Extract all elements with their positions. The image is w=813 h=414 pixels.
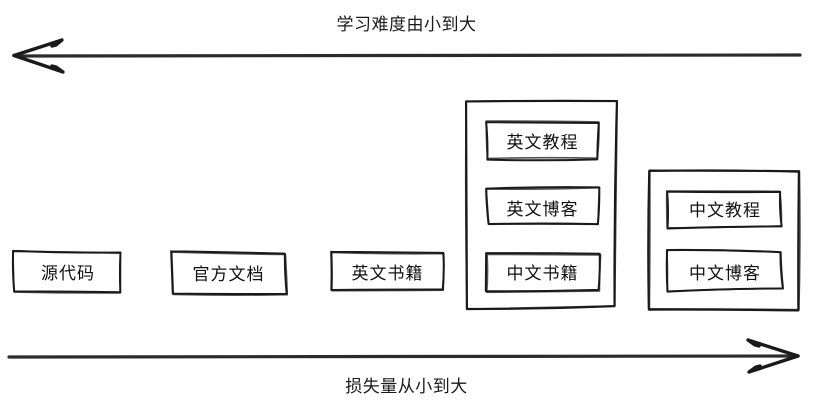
node-outline: [485, 186, 601, 226]
node-label: 中文教程: [689, 201, 761, 221]
node-official-docs[interactable]: 官方文档: [170, 250, 289, 297]
node-outline: [11, 249, 122, 294]
node-label: 英文教程: [506, 133, 579, 153]
top-axis-label: 学习难度由小到大: [336, 15, 477, 35]
node-outline: [665, 248, 784, 293]
node-label: 中文博客: [689, 263, 761, 284]
node-chinese-tutorial[interactable]: 中文教程: [665, 190, 783, 230]
node-chinese-books[interactable]: 中文书籍: [484, 252, 602, 294]
node-english-books[interactable]: 英文书籍: [330, 250, 445, 292]
node-label: 英文书籍: [351, 264, 424, 284]
node-outline: [170, 250, 289, 297]
node-chinese-blog[interactable]: 中文博客: [665, 248, 784, 293]
node-label: 官方文档: [192, 264, 265, 285]
node-source-code[interactable]: 源代码: [11, 249, 122, 294]
top-arrow-left-icon: [12, 38, 802, 74]
group-outline: [464, 99, 619, 311]
node-label: 英文博客: [506, 199, 579, 220]
node-outline: [484, 252, 602, 294]
group-outline: [647, 169, 801, 312]
node-outline: [665, 190, 783, 230]
bottom-arrow-right-icon: [7, 338, 800, 374]
node-outline: [330, 250, 445, 292]
node-english-blog[interactable]: 英文博客: [485, 186, 601, 226]
node-label: 源代码: [41, 264, 95, 284]
node-outline: [485, 120, 600, 162]
node-label: 中文书籍: [506, 263, 579, 284]
bottom-axis-label: 损失量从小到大: [345, 377, 468, 397]
node-english-tutorial[interactable]: 英文教程: [485, 120, 600, 162]
